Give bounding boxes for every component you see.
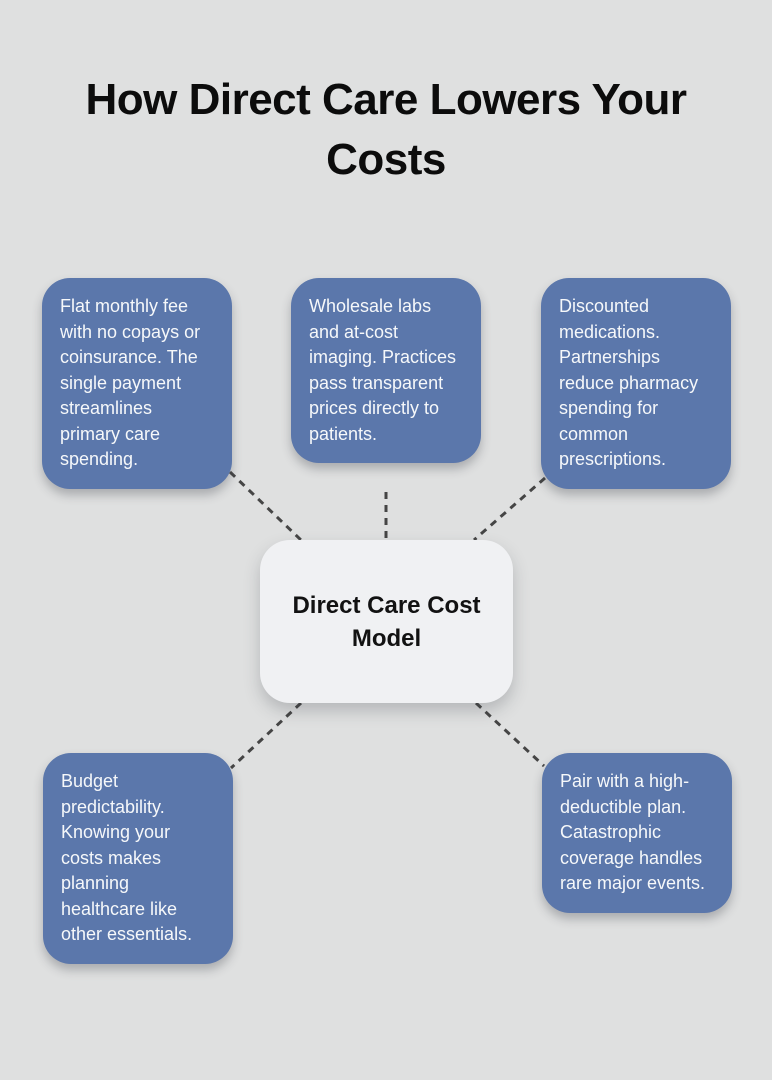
node-high-deductible-plan: Pair with a high-deductible plan. Catast…: [542, 753, 732, 913]
connector-top-right-to-center: [473, 476, 546, 542]
node-discounted-medications: Discounted medications. Partnerships red…: [541, 278, 731, 489]
connector-center-to-bottom-right: [474, 701, 546, 768]
center-node-direct-care-cost-model: Direct Care Cost Model: [260, 540, 513, 703]
connector-top-left-to-center: [228, 470, 303, 542]
node-wholesale-labs: Wholesale labs and at-cost imaging. Prac…: [291, 278, 481, 463]
page-title: How Direct Care Lowers Your Costs: [85, 75, 687, 184]
node-budget-predictability: Budget predictability. Knowing your cost…: [43, 753, 233, 964]
connector-center-to-bottom-left: [229, 701, 303, 770]
node-flat-monthly-fee: Flat monthly fee with no copays or coins…: [42, 278, 232, 489]
